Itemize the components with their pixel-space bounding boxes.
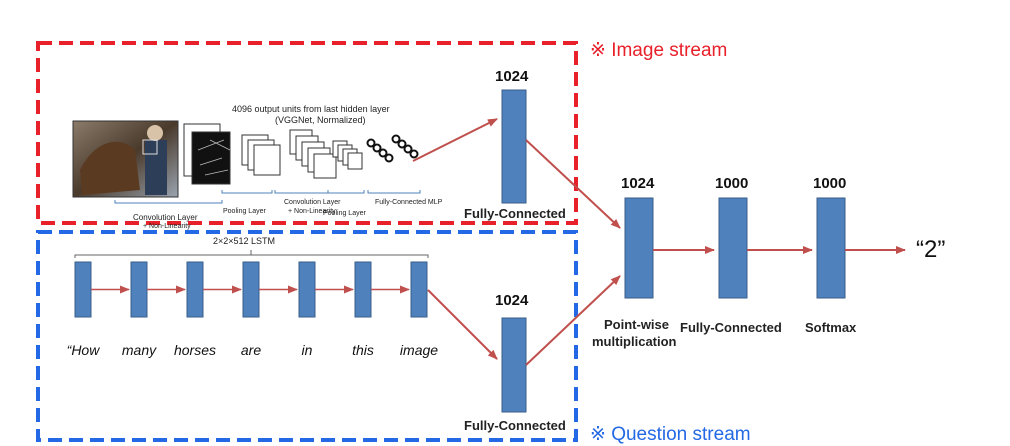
cnn-conv2-label: Convolution Layer: [284, 199, 341, 206]
question-stream-box: [36, 230, 578, 442]
cnn-header-line2: (VGGNet, Normalized): [275, 115, 366, 125]
lstm-cell: [74, 261, 92, 318]
arrow-lstm-to-fc: [427, 289, 498, 360]
question-fc-size: 1024: [495, 292, 529, 309]
lstm-cell: [130, 261, 148, 318]
pointwise-block: [624, 197, 654, 299]
question-fc-label: Fully-Connected: [464, 418, 566, 433]
cnn-conv-label: Convolution Layer: [133, 213, 198, 222]
question-word: image: [399, 342, 439, 358]
lstm-cell: [410, 261, 428, 318]
lstm-cell: [186, 261, 204, 318]
question-word: “How: [66, 342, 100, 358]
person-shape: [145, 140, 167, 195]
lstm-cell: [298, 261, 316, 318]
fusion-fc-label: Fully-Connected: [680, 320, 782, 335]
brace-pool: [221, 190, 273, 194]
brace-conv: [114, 200, 223, 204]
cnn-nonlin-label: + Non-Linearity: [143, 223, 191, 230]
mlp-nodes: [366, 134, 419, 163]
arrow-cnn-to-fc: [412, 118, 498, 162]
image-stream-box: [36, 41, 578, 225]
person-head: [147, 125, 163, 141]
lstm-top-bracket: [74, 254, 429, 258]
cnn-nonlin2-label: + Non-Linearity: [288, 208, 336, 215]
question-word: are: [240, 342, 262, 358]
lstm-chain: [74, 250, 429, 318]
brace-conv2: [274, 190, 329, 194]
question-fc-block: [501, 317, 527, 413]
brace-pool2: [327, 190, 365, 194]
image-fc-size: 1024: [495, 68, 529, 85]
connections: [412, 118, 906, 366]
question-word: in: [301, 342, 313, 358]
question-word: this: [352, 342, 374, 358]
question-word: many: [121, 342, 157, 358]
arrow-questionfc-to-pointwise: [525, 275, 621, 366]
cnn-header-line1: 4096 output units from last hidden layer: [232, 104, 390, 114]
cnn-illustration: [72, 120, 421, 204]
conv2-layer-5: [313, 153, 337, 179]
conv-feature-map: [191, 131, 231, 185]
crop-marker: [142, 139, 158, 155]
pointwise-label-line2: multiplication: [592, 334, 677, 349]
question-word: horses: [173, 342, 217, 358]
softmax-size: 1000: [813, 175, 847, 192]
image-fc-label: Fully-Connected: [464, 206, 566, 221]
cnn-pool2-label: Pooling Layer: [323, 210, 366, 217]
lstm-cell: [242, 261, 260, 318]
image-fc-block: [501, 89, 527, 204]
pointwise-label-line1: Point-wise: [604, 317, 670, 332]
horse-shape: [80, 141, 140, 195]
fusion-fc-block: [718, 197, 748, 299]
fusion-fc-size: 1000: [715, 175, 749, 192]
output-answer: “2”: [916, 236, 946, 263]
lstm-label: 2×2×512 LSTM: [213, 236, 276, 246]
arrow-imagefc-to-pointwise: [525, 139, 621, 229]
lstm-cell: [354, 261, 372, 318]
softmax-label: Softmax: [805, 320, 857, 335]
question-stream-label: ※ Question stream: [590, 424, 751, 445]
softmax-block: [816, 197, 846, 299]
feature-lines: [197, 139, 231, 176]
cnn-pool-label: Pooling Layer: [223, 208, 266, 215]
image-stream-label: ※ Image stream: [590, 40, 728, 61]
pool-layer-3: [253, 144, 281, 176]
pool2-layer-4: [347, 152, 363, 170]
pointwise-size: 1024: [621, 175, 655, 192]
brace-mlp: [367, 190, 421, 194]
cnn-mlp-label: Fully-Connected MLP: [375, 199, 443, 206]
